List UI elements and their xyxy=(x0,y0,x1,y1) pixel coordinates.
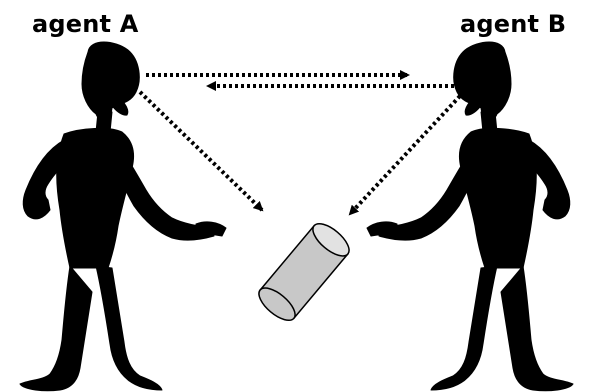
agent-a-figure xyxy=(19,41,227,392)
agent-b-figure xyxy=(366,41,574,392)
agent-a-label: agent A xyxy=(32,10,139,38)
arrow-b-to-object xyxy=(348,94,462,216)
agent-b-label: agent B xyxy=(460,10,567,38)
arrow-a-to-object xyxy=(138,90,264,212)
attention-arrows xyxy=(138,70,466,216)
cylinder-object xyxy=(258,222,350,322)
